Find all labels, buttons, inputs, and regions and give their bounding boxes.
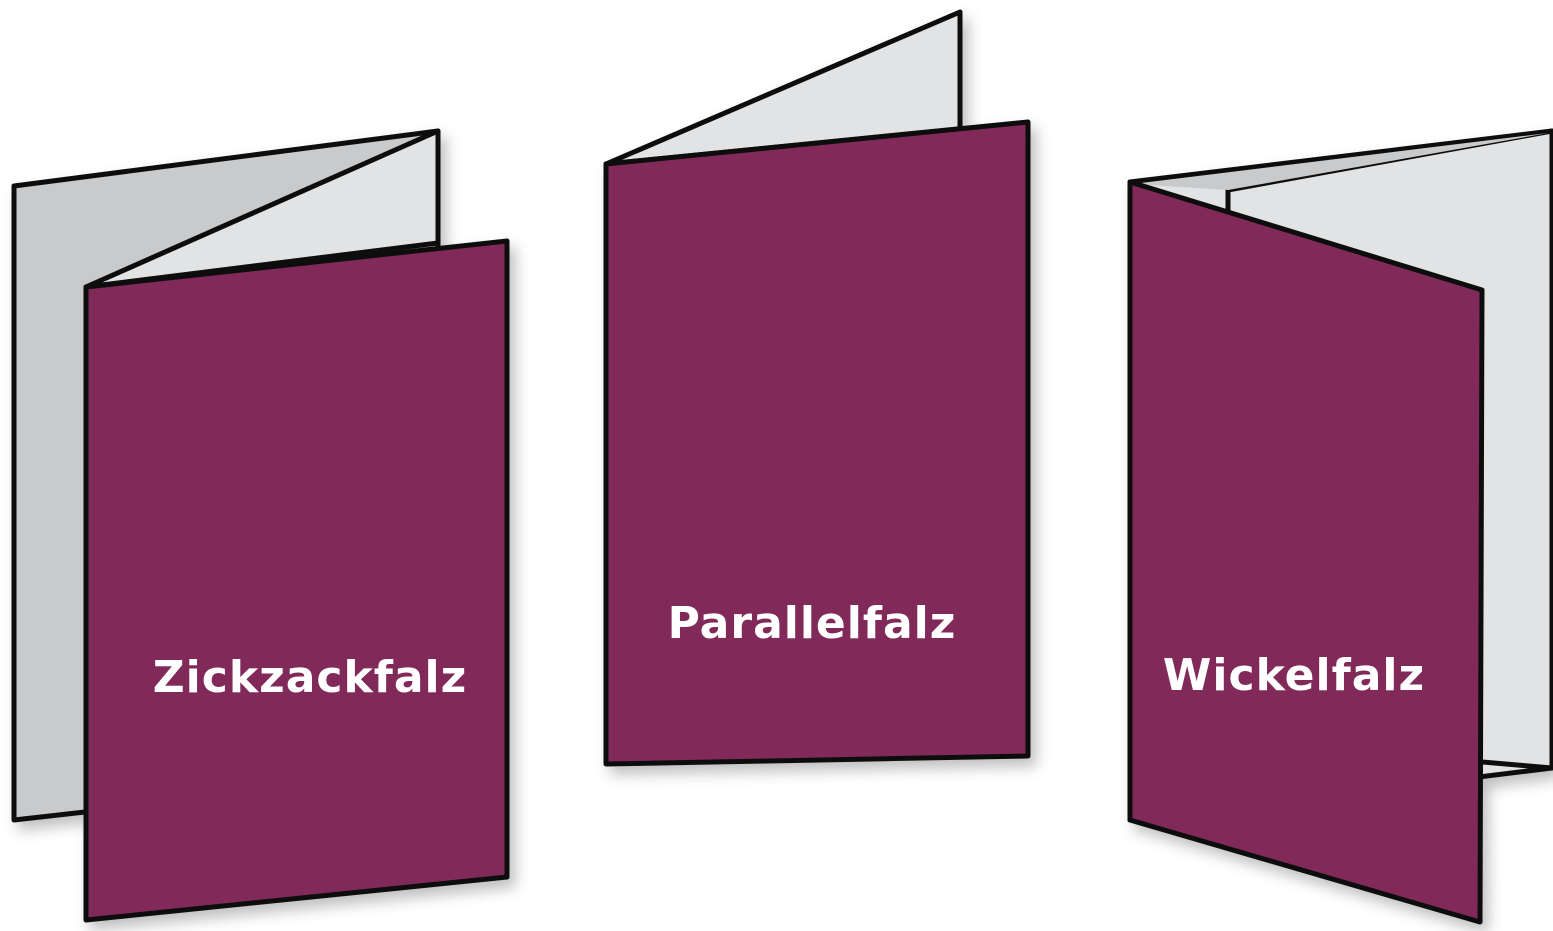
wickel-front-panel [1127, 179, 1485, 925]
fold-label-parallelfalz: Parallelfalz [668, 598, 957, 649]
fold-label-wickelfalz: Wickelfalz [1163, 650, 1425, 701]
zickzack-fold-brochure: Zickzackfalz [11, 128, 510, 923]
parallel-front-panel [603, 119, 1031, 767]
wickel-fold-brochure: Wickelfalz [1127, 128, 1553, 925]
wickel-top-gap [1133, 133, 1548, 190]
parallel-fold-brochure: Parallelfalz [603, 9, 1031, 767]
zickzack-front-panel [83, 238, 510, 923]
zickzack-middle-panel [83, 128, 441, 290]
fold-label-zickzackfalz: Zickzackfalz [153, 652, 468, 703]
